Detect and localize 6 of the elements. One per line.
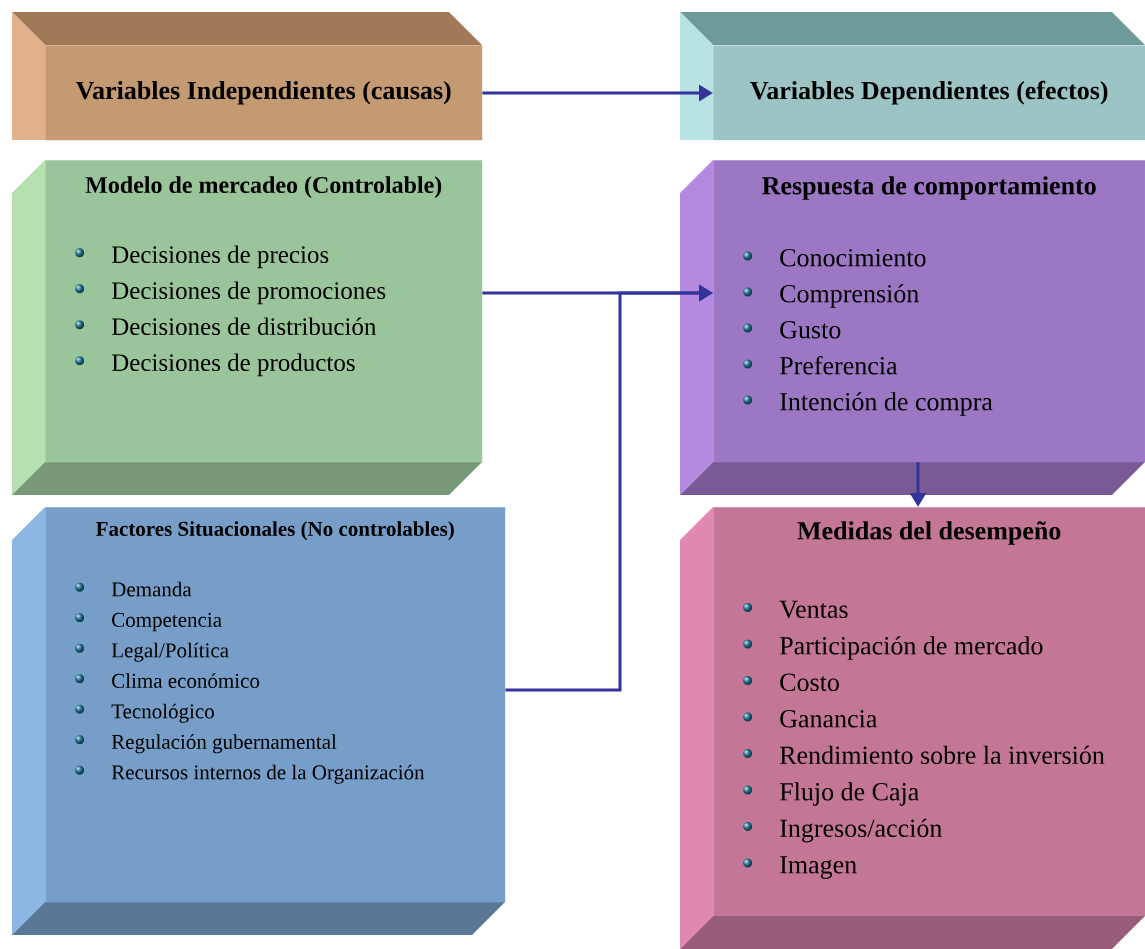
list-box: Modelo de mercadeo (Controlable) Decisiones de precios Decisiones de promociones Decisiones de distribución Decisiones de productos <box>12 160 483 495</box>
list-box: Medidas del desempeño Ventas Participación de mercado Costo Ganancia Rendimiento sobre la inversión Flujo de Caja Ingresos/acción Imagen <box>680 507 1145 949</box>
list-box: Factores Situacionales (No controlables) Demanda Competencia Legal/Política Clima económico Tecnológico Regulación gubernamental Recursos internos de la Organización <box>12 507 506 935</box>
list-box: Respuesta de comportamiento Conocimiento Comprensión Gusto Preferencia Intención de compra <box>680 160 1145 495</box>
heading-box: Variables Independientes (causas) <box>12 12 483 141</box>
heading-box: Variables Dependientes (efectos) <box>680 12 1145 141</box>
